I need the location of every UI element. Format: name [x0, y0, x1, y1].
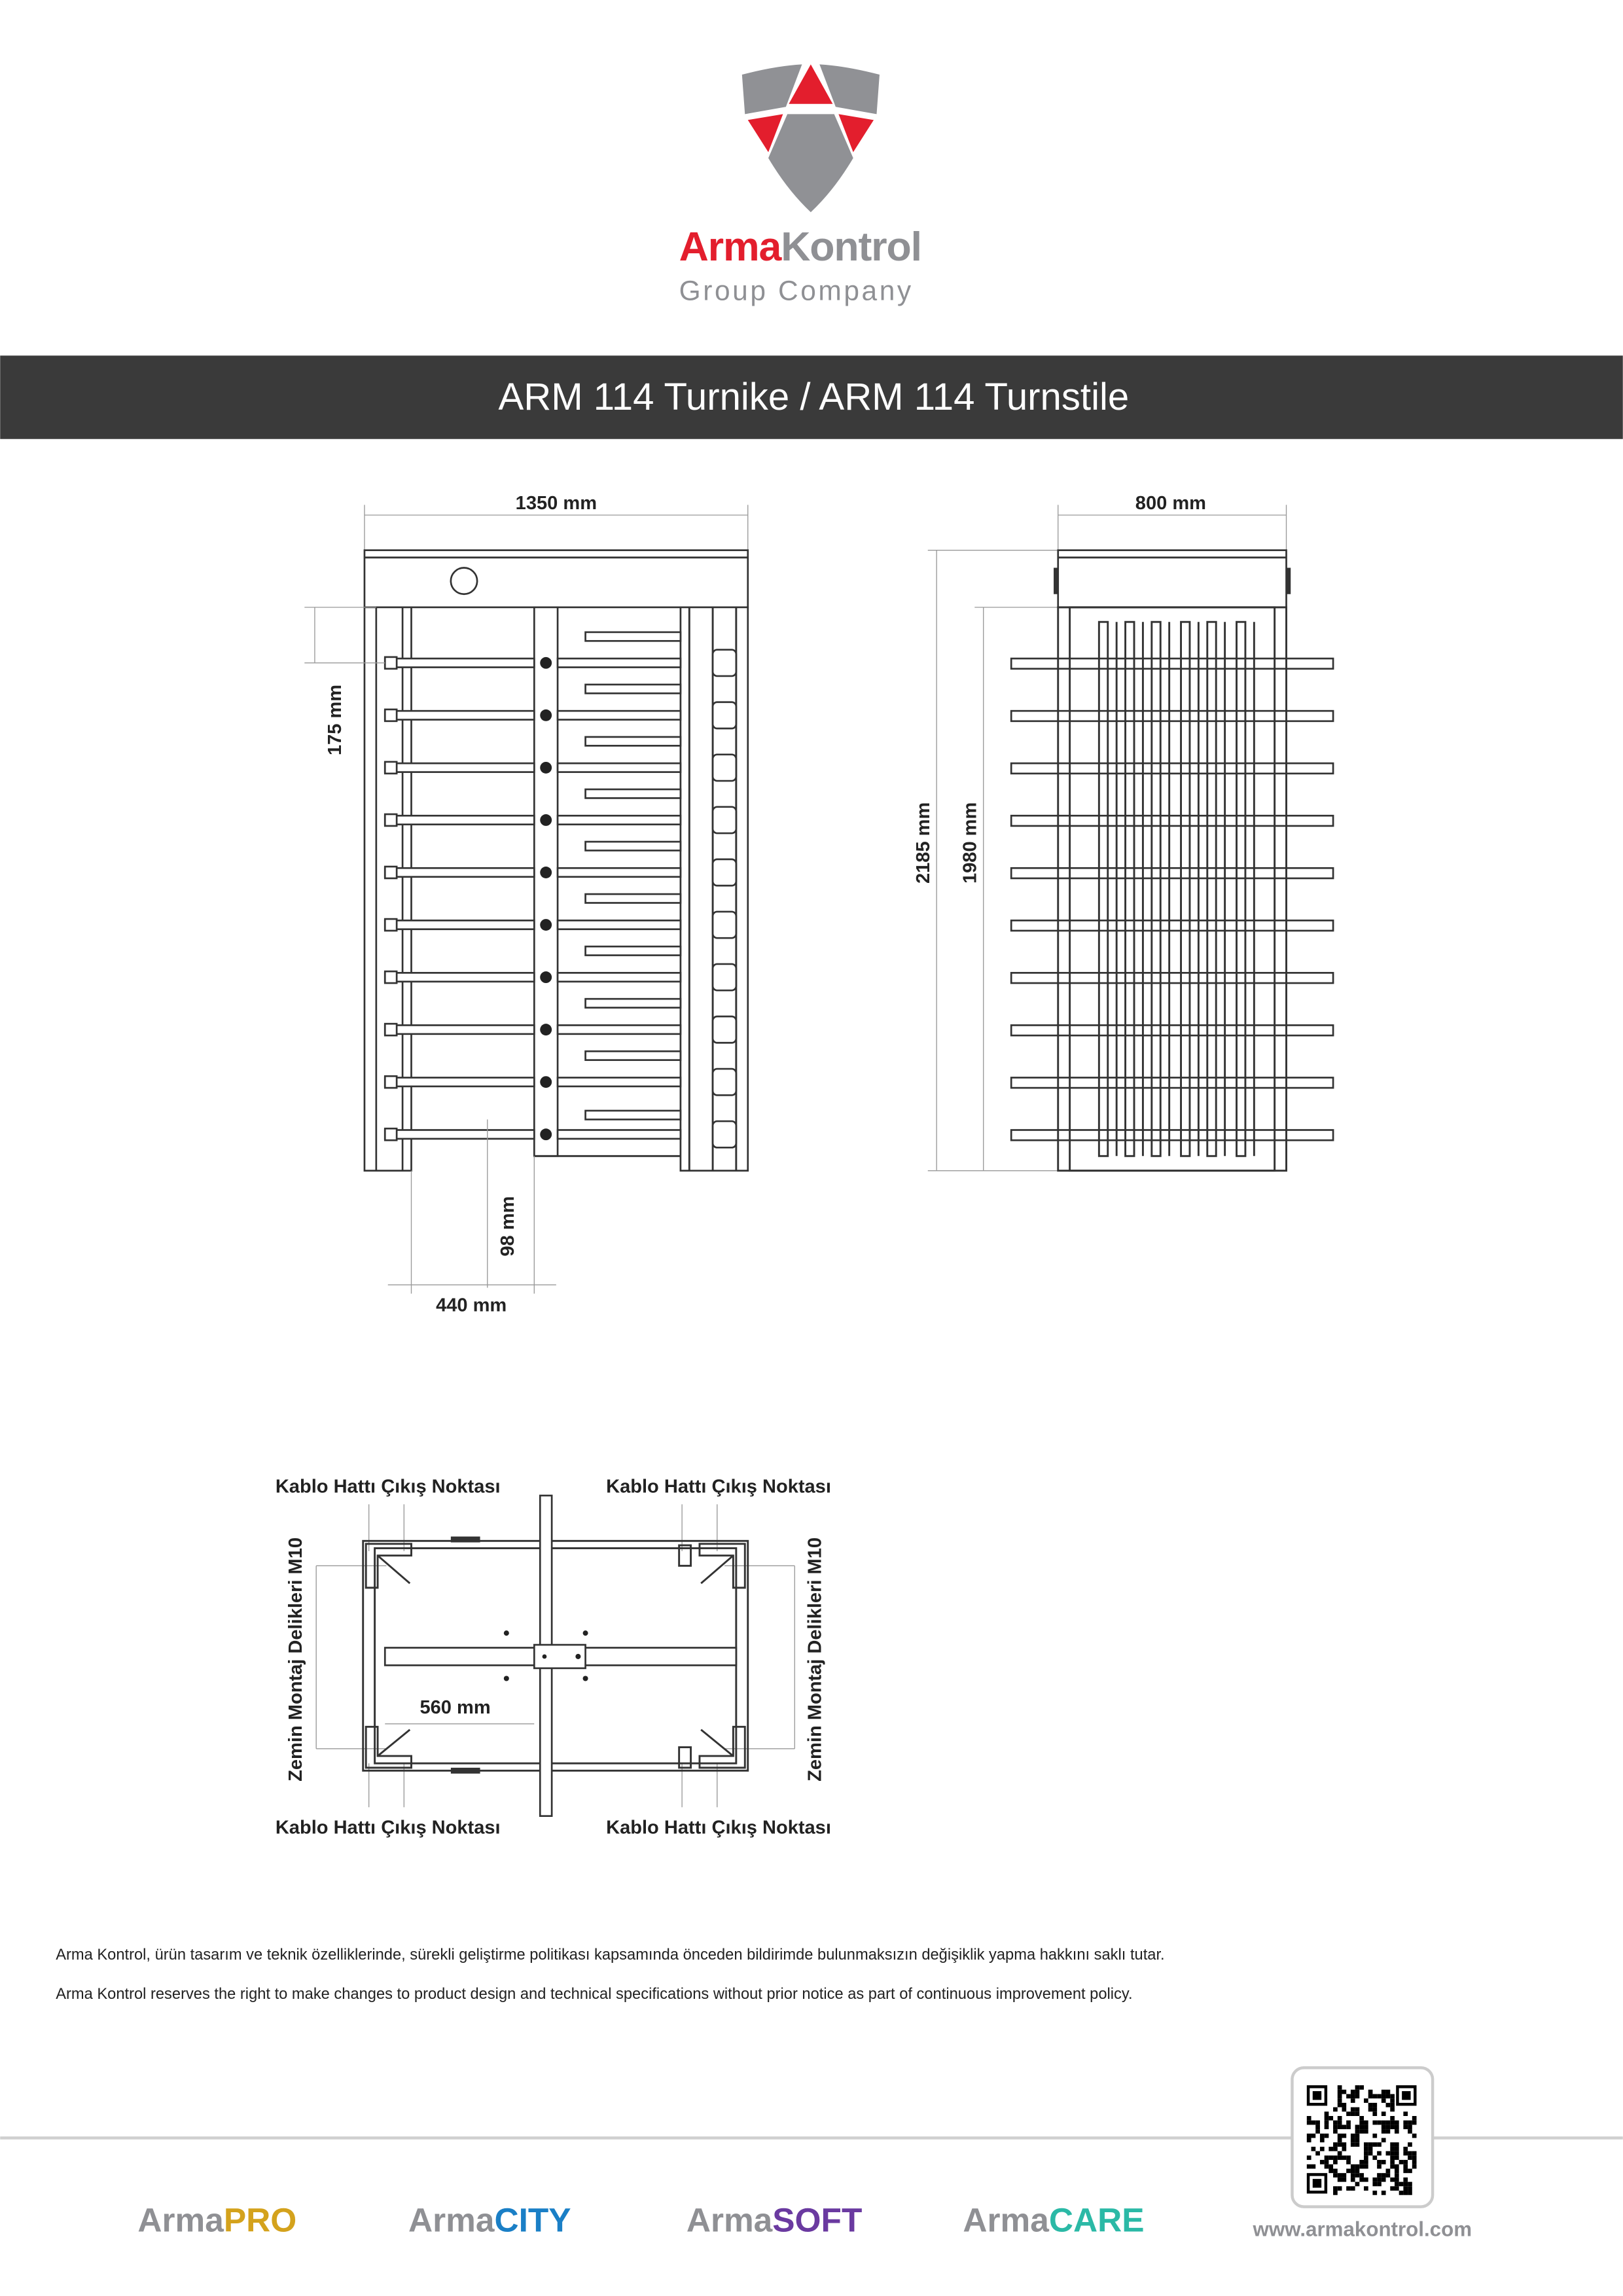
- title-bar: [0, 355, 1623, 439]
- side-arm: [1010, 657, 1334, 670]
- short-arm: [584, 997, 682, 1009]
- short-arm: [584, 840, 682, 852]
- disclaimer-tr: Arma Kontrol, ürün tasarım ve teknik öze…: [56, 1946, 1164, 1964]
- short-arm: [584, 1050, 682, 1061]
- side-arm: [1010, 919, 1334, 932]
- logo-tagline: Group Company: [679, 276, 914, 306]
- left-arm: [383, 657, 535, 668]
- right-arm: [556, 814, 682, 826]
- left-arm: [383, 814, 535, 826]
- side-arm: [1010, 972, 1334, 984]
- dimension-passage: 440 mm: [387, 1156, 556, 1316]
- brand-armasoft[interactable]: ArmaSOFT: [687, 2201, 863, 2239]
- qr-code-icon[interactable]: [1291, 2066, 1435, 2208]
- arm-hub: [540, 814, 552, 826]
- side-arm: [1010, 1129, 1334, 1141]
- brand-armacare[interactable]: ArmaCARE: [963, 2201, 1144, 2239]
- short-arm: [584, 736, 682, 747]
- arm-length-label: 560 mm: [419, 1697, 490, 1718]
- left-arm: [383, 709, 535, 721]
- arm-hub: [540, 971, 552, 984]
- right-arm: [556, 1024, 682, 1035]
- logo-brand-second: Kontrol: [781, 224, 921, 270]
- arma-kontrol-logo: ArmaKontrol Group Company: [679, 64, 922, 306]
- arm-hub: [540, 761, 552, 774]
- short-arm: [584, 683, 682, 694]
- right-arm: [556, 919, 682, 931]
- plan-view-drawing: Kablo Hattı Çıkış Noktası Kablo Hattı Çı…: [276, 1477, 831, 1839]
- side-arm: [1010, 709, 1334, 723]
- left-arm: [383, 972, 535, 983]
- right-arm: [556, 867, 682, 878]
- disclaimer-en: Arma Kontrol reserves the right to make …: [56, 1986, 1132, 2003]
- vertical-bar: [1180, 620, 1191, 1157]
- arm-hub: [540, 1024, 552, 1036]
- vertical-bar: [1124, 620, 1135, 1157]
- svg-text:ArmaKontrol: ArmaKontrol: [679, 224, 921, 270]
- cable-exit-label: Kablo Hattı Çıkış Noktası: [276, 1817, 501, 1838]
- rotor-shaft: [533, 606, 559, 1157]
- left-arm: [383, 919, 535, 931]
- left-arm: [383, 1077, 535, 1088]
- bottom-gap-label: 98 mm: [497, 1196, 518, 1257]
- arm-hub: [540, 919, 552, 931]
- arm-hub: [540, 709, 552, 721]
- dimension-arm-spacing: 175 mm: [304, 607, 385, 755]
- top-canopy: [363, 549, 749, 609]
- cable-exit-label: Kablo Hattı Çıkış Noktası: [606, 1477, 831, 1498]
- front-view-drawing: 1350 mm 175 mm 98 mm 440 mm: [304, 493, 749, 1316]
- left-arm: [383, 762, 535, 773]
- short-arm: [584, 788, 682, 799]
- cable-exit-label: Kablo Hattı Çıkış Noktası: [606, 1817, 831, 1838]
- side-arm: [1010, 814, 1334, 827]
- side-view-drawing: 800 mm 2185 mm 1980 mm: [913, 493, 1334, 1172]
- arm-spacing-label: 175 mm: [325, 685, 346, 755]
- vertical-bar: [1097, 620, 1109, 1157]
- arm-hub: [540, 656, 552, 669]
- right-arm: [556, 1077, 682, 1088]
- cabinet-outline: [362, 1539, 749, 1772]
- right-arm: [556, 762, 682, 773]
- passage-width-label: 440 mm: [436, 1295, 507, 1316]
- dimension-width: 1350 mm: [364, 493, 749, 550]
- vertical-bar: [1236, 620, 1247, 1157]
- total-height-label: 2185 mm: [913, 802, 934, 884]
- short-arm: [584, 893, 682, 904]
- side-arm: [1010, 1077, 1334, 1089]
- short-arm: [584, 631, 682, 642]
- cable-exit-label: Kablo Hattı Çıkış Noktası: [276, 1477, 501, 1498]
- right-arm: [556, 972, 682, 983]
- short-arm: [584, 945, 682, 956]
- card-reader-icon: [450, 567, 478, 596]
- right-arm: [556, 657, 682, 668]
- side-canopy: [1057, 549, 1287, 609]
- arm-hub: [540, 1128, 552, 1141]
- side-arm: [1010, 867, 1334, 880]
- left-arm: [383, 1024, 535, 1035]
- left-arm: [383, 1129, 535, 1140]
- arm-hub: [540, 1076, 552, 1088]
- mount-holes-label: Zemin Montaj Delikleri M10: [805, 1537, 826, 1782]
- brand-list: ArmaPRO ArmaCITY ArmaSOFT ArmaCARE: [137, 2201, 1144, 2239]
- arm-hub: [540, 867, 552, 878]
- vertical-bar: [1206, 620, 1217, 1157]
- right-arm: [556, 1129, 682, 1140]
- website-link[interactable]: www.armakontrol.com: [1253, 2217, 1472, 2240]
- brand-armacity[interactable]: ArmaCITY: [408, 2201, 571, 2239]
- side-width-label: 800 mm: [1135, 493, 1206, 514]
- frame-height-label: 1980 mm: [960, 802, 981, 884]
- left-arm: [383, 867, 535, 878]
- dimension-bottom-gap: 98 mm: [487, 1119, 518, 1288]
- shield-logo-icon: [741, 64, 880, 213]
- logo-brand-first: Arma: [679, 224, 783, 270]
- side-arm: [1010, 1024, 1334, 1037]
- brand-armapro[interactable]: ArmaPRO: [137, 2201, 296, 2239]
- page-title: ARM 114 Turnike / ARM 114 Turnstile: [498, 376, 1129, 418]
- front-width-label: 1350 mm: [516, 493, 597, 514]
- right-arm: [556, 709, 682, 721]
- side-arm: [1010, 762, 1334, 775]
- mount-holes-label: Zemin Montaj Delikleri M10: [285, 1537, 306, 1782]
- vertical-bar: [1150, 620, 1162, 1157]
